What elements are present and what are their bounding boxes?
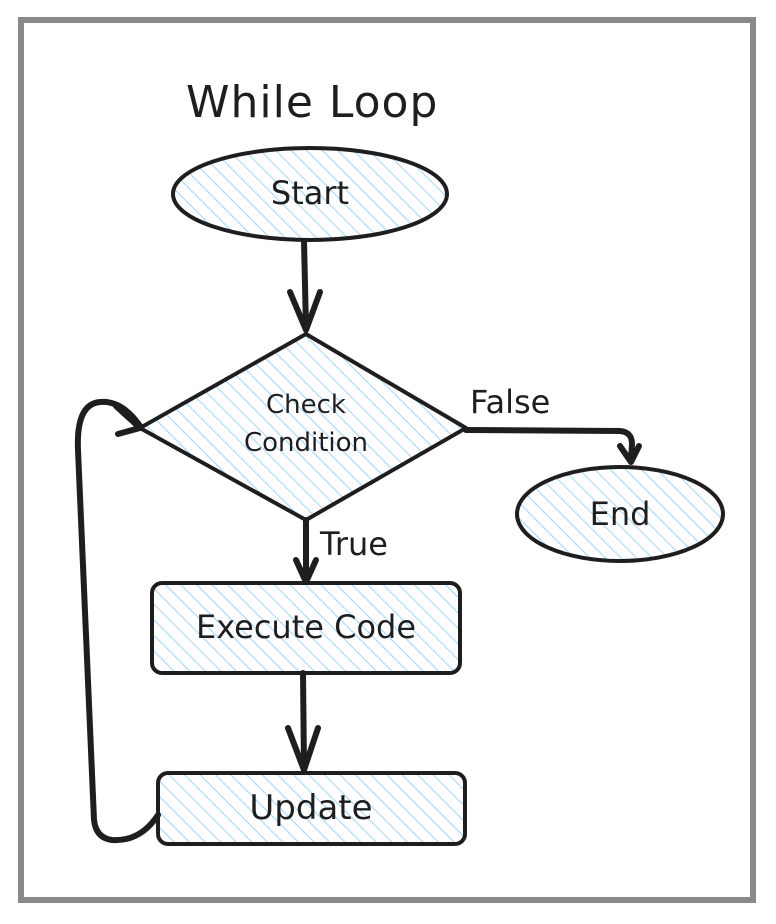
arrow-update-loop-back xyxy=(74,398,161,844)
execute-label: Execute Code xyxy=(196,608,416,646)
diagram-title: While Loop xyxy=(186,77,438,128)
start-node[interactable]: Start xyxy=(171,146,449,242)
condition-label-line1: Check xyxy=(266,390,346,420)
end-label: End xyxy=(590,495,651,533)
arrow-execute-to-update xyxy=(285,670,321,773)
update-label: Update xyxy=(249,788,372,828)
arrow-start-to-condition xyxy=(287,238,323,333)
condition-label-line2: Condition xyxy=(244,428,368,458)
update-node[interactable]: Update xyxy=(156,771,467,846)
condition-node[interactable]: Check Condition xyxy=(138,332,468,522)
arrow-true-to-execute xyxy=(293,517,319,585)
execute-node[interactable]: Execute Code xyxy=(150,581,462,675)
false-edge-label: False xyxy=(470,383,550,421)
arrow-false-to-end xyxy=(463,427,642,465)
start-label: Start xyxy=(271,174,349,212)
true-edge-label: True xyxy=(319,525,388,563)
end-node[interactable]: End xyxy=(515,465,725,563)
